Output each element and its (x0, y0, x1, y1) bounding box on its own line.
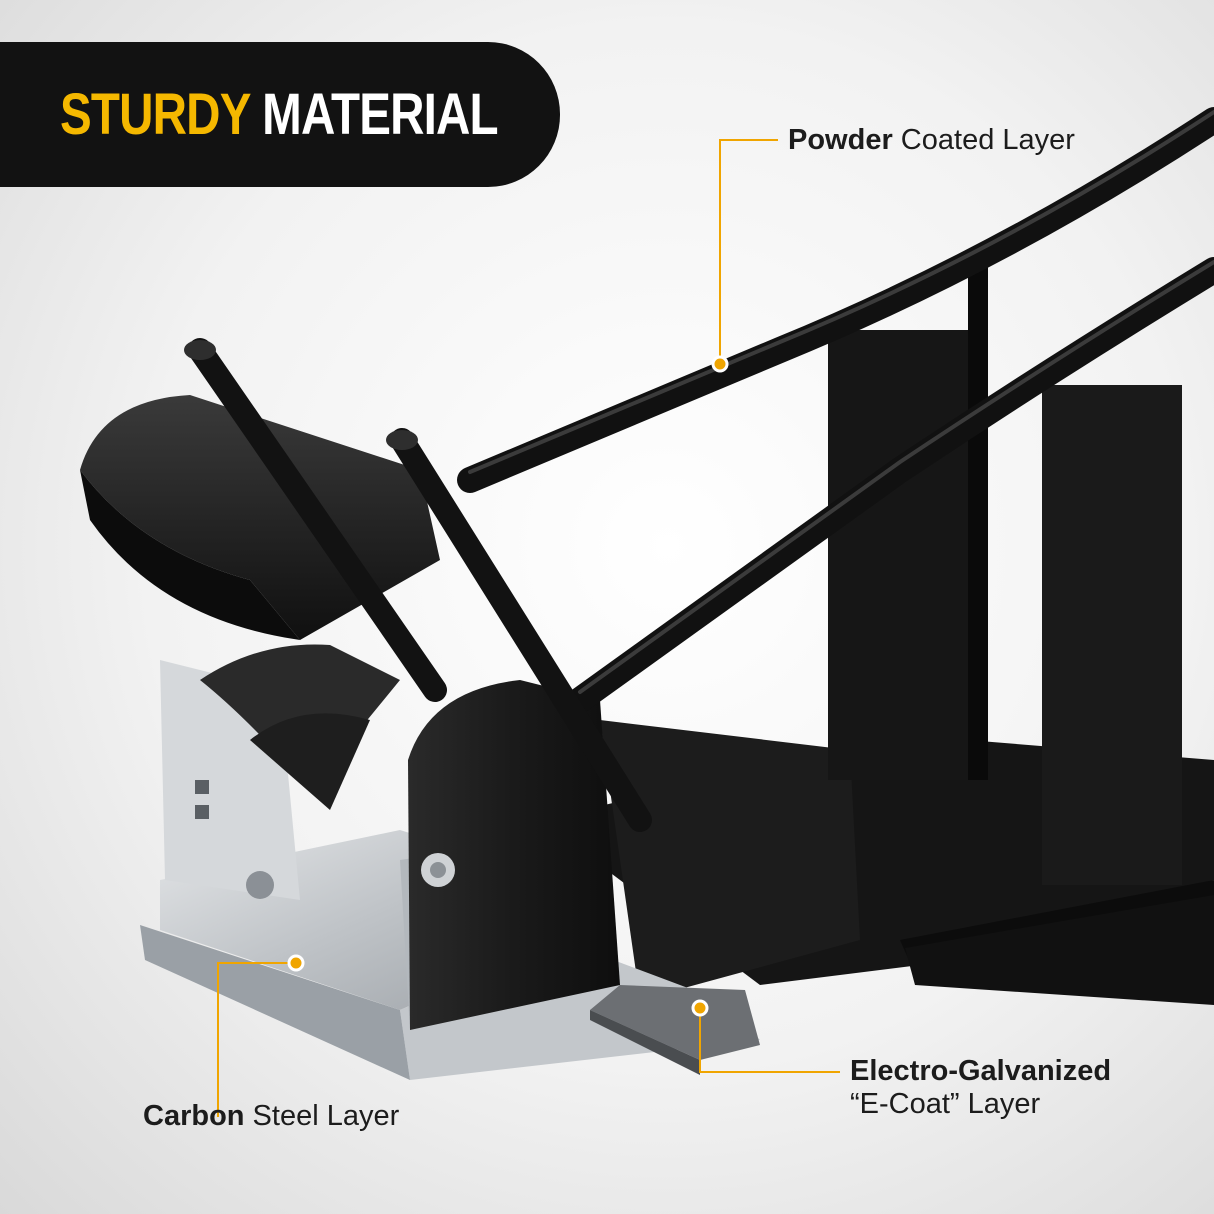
callout-dots (287, 355, 729, 1017)
frame-posts (828, 265, 1182, 885)
electro-galvanized-layer-label: Electro-Galvanized “E-Coat” Layer (850, 1055, 1111, 1122)
callout-lines (217, 139, 840, 1117)
galvanized-label-strong: Electro-Galvanized (850, 1055, 1112, 1087)
wheel-pins (184, 338, 652, 832)
side-bracket (408, 680, 620, 1030)
powder-coated-layer-label: Powder Coated Layer (788, 124, 1075, 157)
carbon-steel-layer-label: Carbon Steel Layer (143, 1100, 399, 1133)
banner-title: STURDY MATERIAL (60, 81, 499, 148)
banner-title-main: MATERIAL (262, 82, 498, 147)
galvanized-callout-dot (691, 999, 709, 1017)
handle-tubes (457, 107, 1214, 713)
galvanized-label-line2: “E-Coat” Layer (850, 1088, 1041, 1121)
carbon-callout-dot (287, 954, 305, 972)
powder-label-rest: Coated Layer (892, 124, 1075, 156)
banner-title-accent: STURDY (60, 82, 251, 147)
powder-label-strong: Powder (788, 124, 893, 156)
powder-callout-dot (711, 355, 729, 373)
carbon-label-strong: Carbon (143, 1100, 245, 1132)
title-banner: STURDY MATERIAL (0, 42, 560, 187)
carbon-label-rest: Steel Layer (244, 1100, 400, 1132)
galvanized-plate (590, 985, 760, 1075)
